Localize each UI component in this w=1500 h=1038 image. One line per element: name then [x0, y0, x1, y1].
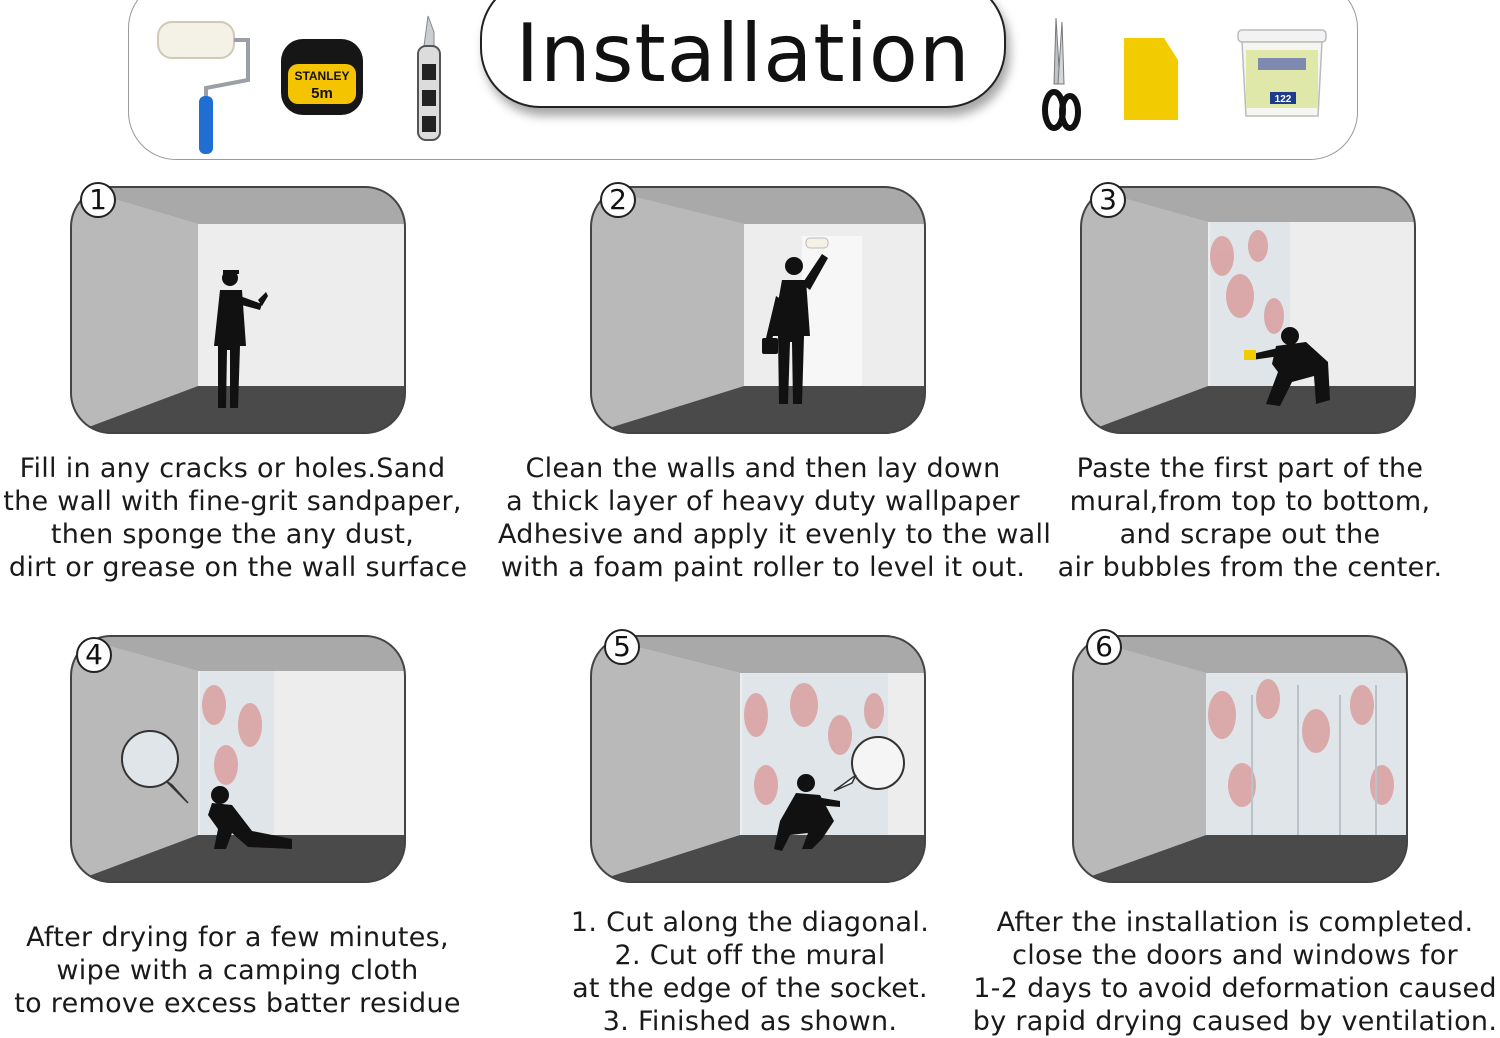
step-3-caption: Paste the first part of the mural,from t…: [1057, 453, 1443, 583]
step-6: 6: [1072, 629, 1408, 883]
page-title: Installation: [515, 7, 971, 100]
adhesive-tub-icon: 122: [1237, 29, 1327, 117]
step-number: 4: [76, 637, 112, 673]
step-6-caption: After the installation is completed. clo…: [972, 907, 1498, 1037]
step-4: 4: [70, 635, 406, 883]
header-frame: [128, 0, 1358, 160]
room-illustration: [70, 635, 406, 883]
step-number: 3: [1090, 182, 1126, 218]
room-illustration: [70, 186, 406, 434]
tape-size-text: 5m: [311, 85, 333, 102]
paint-roller-icon: [157, 21, 250, 154]
scraper-icon: [1124, 38, 1178, 120]
room-illustration: [1080, 186, 1416, 434]
step-5: 5: [590, 629, 926, 883]
tape-brand-text: STANLEY: [294, 69, 349, 83]
step-1: 1: [70, 182, 406, 434]
step-number: 2: [600, 182, 636, 218]
step-4-caption: After drying for a few minutes, wipe wit…: [14, 922, 461, 1019]
step-1-caption: Fill in any cracks or holes.Sand the wal…: [3, 453, 468, 583]
step-number: 5: [604, 629, 640, 665]
tape-measure-icon: STANLEY 5m: [281, 39, 363, 115]
room-illustration: [590, 186, 926, 434]
scissors-icon: [1042, 17, 1081, 131]
room-illustration: [590, 635, 926, 883]
utility-knife-icon: [417, 15, 441, 141]
adhesive-label-text: 122: [1275, 94, 1292, 105]
title-banner: Installation: [480, 0, 1006, 108]
step-3: 3: [1080, 182, 1416, 434]
step-2: 2: [590, 182, 926, 434]
step-5-caption: 1. Cut along the diagonal. 2. Cut off th…: [570, 907, 930, 1037]
room-illustration: [1072, 635, 1408, 883]
step-number: 6: [1086, 629, 1122, 665]
step-2-caption: Clean the walls and then lay down a thic…: [498, 453, 1052, 583]
step-number: 1: [80, 182, 116, 218]
